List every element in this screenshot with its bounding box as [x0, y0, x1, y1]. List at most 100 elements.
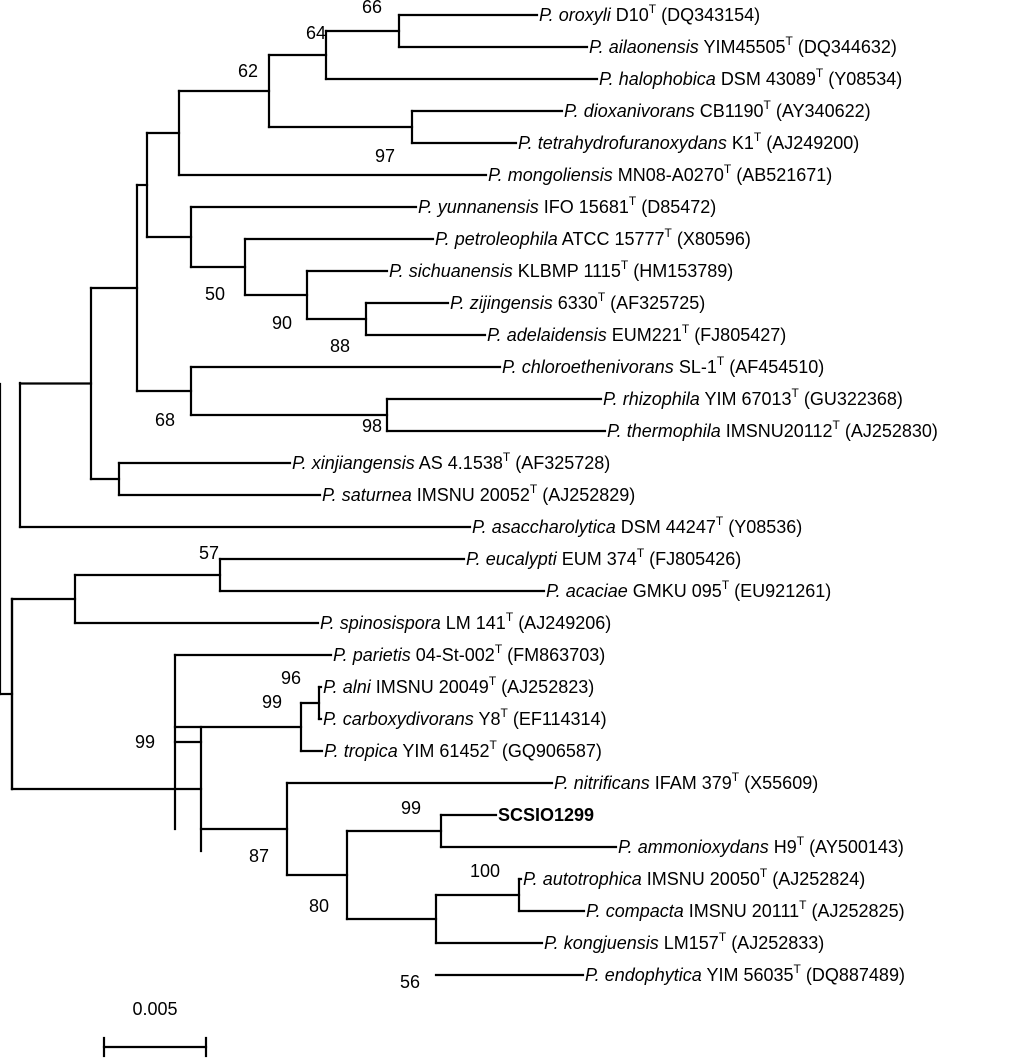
leaf-strain: DSM 43089 [721, 69, 816, 89]
leaf-label-saturnea: P. saturnea IMSNU 20052T (AJ252829) [322, 477, 635, 505]
leaf-genus: P. [518, 133, 533, 153]
leaf-accession: (DQ343154) [661, 5, 760, 25]
leaf-strain: MN08-A0270 [618, 165, 724, 185]
leaf-accession: (AJ252824) [772, 869, 865, 889]
scale-bar: 0.005 [102, 999, 208, 1058]
bootstrap-bs-68: 68 [155, 410, 175, 430]
leaf-species: alni [343, 677, 372, 697]
leaf-accession: (Y08536) [728, 517, 802, 537]
leaf-species: yunnanensis [436, 197, 539, 217]
leaf-type-strain: T [719, 930, 727, 944]
bootstrap-bs-90: 90 [272, 313, 292, 333]
leaf-species: petroleophila [454, 229, 558, 249]
bootstrap-bs-99a: 99 [262, 692, 282, 712]
leaf-strain: H9 [774, 837, 797, 857]
leaf-label-parietis: P. parietis 04-St-002T (FM863703) [333, 637, 605, 665]
leaf-type-strain: T [799, 898, 807, 912]
bootstrap-bs-100: 100 [470, 861, 500, 881]
leaf-type-strain: T [621, 258, 629, 272]
leaf-species: ammonioxydans [638, 837, 769, 857]
leaf-strain: ATCC 15777 [562, 229, 665, 249]
leaf-label-ammonioxydans: P. ammonioxydans H9T (AY500143) [618, 829, 904, 857]
isolate-name: SCSIO1299 [498, 805, 594, 825]
bootstrap-bs-96: 96 [281, 668, 301, 688]
leaf-species: endophytica [605, 965, 702, 985]
leaf-type-strain: T [833, 418, 841, 432]
leaf-accession: (AJ249206) [518, 613, 611, 633]
leaf-accession: (AJ252823) [501, 677, 594, 697]
leaf-accession: (AJ252829) [542, 485, 635, 505]
leaf-label-xinjiangensis: P. xinjiangensis AS 4.1538T (AF325728) [292, 445, 610, 473]
leaf-label-nitrificans: P. nitrificans IFAM 379T (X55609) [554, 765, 818, 793]
leaf-genus: P. [546, 581, 561, 601]
leaf-accession: (FJ805427) [694, 325, 786, 345]
leaf-label-dioxanivorans: P. dioxanivorans CB1190T (AY340622) [564, 93, 871, 121]
leaf-label-thermophila: P. thermophila IMSNU20112T (AJ252830) [607, 413, 938, 441]
bootstrap-bs-56: 56 [400, 972, 420, 992]
leaf-label-carboxydivorans: P. carboxydivorans Y8T (EF114314) [323, 701, 607, 729]
leaf-species: autotrophica [543, 869, 642, 889]
leaf-species: tetrahydrofuranoxydans [538, 133, 727, 153]
leaf-label-oroxyli: P. oroxyli D10T (DQ343154) [539, 0, 760, 25]
leaf-accession: (EF114314) [513, 709, 607, 729]
leaf-accession: (AF325725) [610, 293, 705, 313]
leaf-genus: P. [389, 261, 404, 281]
tree-branches [0, 13, 618, 977]
leaf-type-strain: T [786, 34, 794, 48]
scale-bar-label: 0.005 [132, 999, 177, 1019]
leaf-strain: AS 4.1538 [419, 453, 503, 473]
leaf-label-eucalypti: P. eucalypti EUM 374T (FJ805426) [466, 541, 741, 569]
leaf-genus: P. [502, 357, 517, 377]
leaf-type-strain: T [716, 514, 724, 528]
leaf-genus: P. [450, 293, 465, 313]
leaf-species: parietis [352, 645, 411, 665]
leaf-strain: D10 [616, 5, 649, 25]
bootstrap-bs-80: 80 [309, 896, 329, 916]
leaf-label-tetrahydrofuranoxydans: P. tetrahydrofuranoxydans K1T (AJ249200) [518, 125, 859, 153]
leaf-strain: GMKU 095 [633, 581, 722, 601]
leaf-strain: IMSNU20112 [726, 421, 833, 441]
leaf-species: thermophila [627, 421, 721, 441]
leaf-species: ailaonensis [609, 37, 699, 57]
leaf-species: oroxyli [559, 5, 612, 25]
leaf-label-ailaonensis: P. ailaonensis YIM45505T (DQ344632) [589, 29, 897, 57]
leaf-accession: (AJ252833) [731, 933, 824, 953]
bootstrap-bs-87: 87 [249, 846, 269, 866]
leaf-type-strain: T [797, 834, 805, 848]
leaf-genus: P. [322, 485, 337, 505]
leaf-type-strain: T [724, 162, 732, 176]
leaf-type-strain: T [629, 194, 637, 208]
leaf-label-kongjuensis: P. kongjuensis LM157T (AJ252833) [544, 925, 824, 953]
leaf-accession: (GQ906587) [502, 741, 602, 761]
leaf-genus: P. [564, 101, 579, 121]
bootstrap-bs-97: 97 [375, 146, 395, 166]
leaf-strain: CB1190 [700, 101, 764, 121]
leaf-label-asaccharolytica: P. asaccharolytica DSM 44247T (Y08536) [472, 509, 802, 537]
leaf-accession: (HM153789) [633, 261, 733, 281]
bootstrap-bs-57: 57 [199, 543, 219, 563]
leaf-type-strain: T [598, 290, 606, 304]
leaf-type-strain: T [722, 578, 730, 592]
leaf-label-scsio: SCSIO1299 [498, 805, 594, 825]
leaf-type-strain: T [816, 66, 824, 80]
leaf-type-strain: T [717, 354, 725, 368]
leaf-genus: P. [323, 709, 338, 729]
leaf-species: adelaidensis [507, 325, 607, 345]
leaf-accession: (X55609) [744, 773, 818, 793]
leaf-accession: (AJ249200) [766, 133, 859, 153]
leaf-strain: YIM 56035 [706, 965, 793, 985]
leaf-type-strain: T [764, 98, 772, 112]
leaf-type-strain: T [489, 738, 497, 752]
leaf-type-strain: T [665, 226, 673, 240]
leaf-strain: IFO 15681 [544, 197, 629, 217]
leaf-species: saturnea [342, 485, 412, 505]
leaf-species: asaccharolytica [492, 517, 616, 537]
leaf-genus: P. [603, 389, 618, 409]
leaf-type-strain: T [794, 962, 802, 976]
leaf-label-autotrophica: P. autotrophica IMSNU 20050T (AJ252824) [523, 861, 865, 889]
leaf-genus: P. [585, 965, 600, 985]
leaf-genus: P. [586, 901, 601, 921]
leaf-strain: KLBMP 1115 [518, 261, 621, 281]
leaf-species: mongoliensis [508, 165, 613, 185]
leaf-genus: P. [523, 869, 538, 889]
